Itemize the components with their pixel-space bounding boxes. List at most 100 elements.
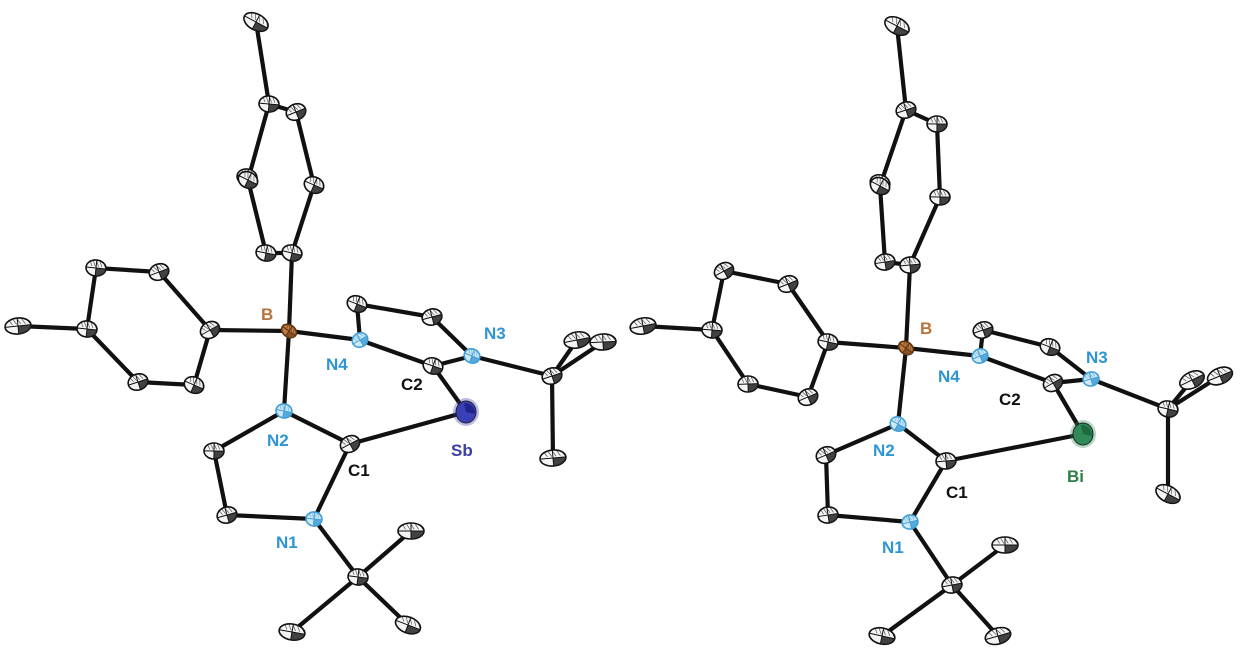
carbon-atom-c1 [339, 434, 361, 454]
bond-Cb1-Co2 [245, 177, 269, 256]
carbon-atom-pb1 [148, 262, 170, 282]
carbon-atom-pp [701, 321, 723, 339]
label-c2: C2 [999, 390, 1021, 409]
bond-B-N4 [286, 328, 363, 343]
carbon-atom-pb2 [85, 259, 107, 277]
bond-Pb2-Pp [709, 268, 727, 333]
carbon-atom-tb3 [984, 626, 1012, 646]
bond-Pb2-Pp [84, 265, 99, 332]
bond-Me1-Ti1 [253, 19, 272, 107]
bond-Cr1-Cr2 [354, 301, 435, 320]
bond-Ci2-N1 [224, 512, 317, 522]
label-n2: N2 [873, 441, 895, 460]
bond-Pb1-Pb2 [721, 268, 791, 287]
carbon-atom-p1 [817, 333, 839, 351]
nitrogen-atom-n1 [901, 514, 919, 530]
carbon-atom-me1 [243, 11, 269, 33]
label-n2: N2 [267, 431, 289, 450]
carbon-atom-tb3 [394, 615, 422, 635]
bond-Cb2-Cb3 [293, 109, 317, 188]
label-bismuth: Bi [1067, 467, 1084, 486]
carbon-atom-pp [76, 320, 98, 338]
carbon-atom-tbub [347, 568, 369, 586]
carbon-atom-c2 [1042, 373, 1064, 393]
bond-B-P1 [207, 327, 292, 334]
carbon-atom-tbur [541, 366, 563, 386]
nitrogen-atom-n1 [305, 511, 323, 527]
label-n3: N3 [1086, 348, 1108, 367]
carbon-atom-ci2 [216, 506, 238, 524]
label-boron: B [920, 319, 932, 338]
bond-Pp-Pa1 [709, 327, 751, 387]
carbon-atom-tbub [941, 576, 963, 594]
carbon-atom-c1 [935, 452, 957, 470]
carbon-atom-tr3 [1155, 483, 1181, 505]
carbon-atom-cb3 [929, 188, 951, 206]
bond-C2-N4 [357, 337, 436, 369]
bond-tBuB-tB2 [879, 582, 955, 639]
carbon-atom-cb2 [285, 102, 307, 122]
carbon-atom-p1 [199, 320, 221, 340]
bond-C2-N4 [977, 353, 1056, 386]
carbon-atom-cr2 [421, 308, 443, 326]
bond-B-N2 [281, 328, 292, 414]
carbon-atom-tbur [1157, 400, 1179, 418]
bond-Cb3-Cp1 [907, 194, 943, 268]
carbon-atom-cb1 [869, 176, 891, 196]
label-n4: N4 [326, 355, 348, 374]
carbon-atom-pa1 [737, 375, 759, 393]
nitrogen-atom-n4 [351, 331, 369, 349]
carbon-atom-cb3 [303, 175, 325, 195]
nitrogen-atom-n3 [1082, 371, 1100, 387]
carbon-atom-tb2 [868, 626, 896, 646]
carbon-atom-ti1 [895, 100, 917, 120]
carbon-atom-cb1 [237, 170, 259, 190]
carbon-atom-cr1 [972, 320, 994, 340]
bond-Me1-Ti1 [894, 23, 909, 113]
bond-N2-Ci1 [823, 421, 901, 458]
carbon-atom-tr3 [539, 449, 567, 467]
carbon-atom-tb1 [991, 536, 1019, 554]
label-antimony: Sb [451, 441, 473, 460]
carbon-atom-co2 [874, 253, 896, 271]
carbon-atom-ci2 [817, 506, 839, 524]
label-n3: N3 [484, 324, 506, 343]
bond-Cb2-Cb3 [934, 121, 943, 200]
carbon-atom-cr1 [346, 294, 368, 314]
nitrogen-atom-n3 [463, 348, 481, 364]
carbon-atom-cp1 [899, 256, 921, 274]
bond-Ti1-Cb1 [245, 101, 272, 183]
nitrogen-atom-n2 [889, 415, 907, 433]
bond-B-N4 [903, 345, 983, 359]
bond-Ci1-Ci2 [211, 448, 230, 518]
label-n1: N1 [276, 533, 298, 552]
bond-N1-tBuB [907, 519, 955, 588]
bond-Cp1-B [286, 250, 295, 334]
bond-tBuR-tR3 [549, 373, 556, 461]
atom-labels: B N4 C2 N3 N2 C1 Sb N1 B N4 C2 N3 N2 C1 … [261, 305, 1108, 557]
carbon-atom-tr1 [1179, 369, 1205, 390]
carbon-atom-me2 [4, 317, 32, 335]
bond-B-N2 [895, 345, 909, 427]
bond-N1-tBuB [311, 516, 361, 580]
bond-tBuB-tB2 [289, 574, 361, 635]
carbon-atom-tb2 [278, 623, 306, 641]
bond-M-C1 [943, 431, 1086, 464]
boron-atom [897, 340, 915, 356]
bond-N2-C1 [281, 408, 353, 447]
carbon-atom-pb1 [777, 274, 799, 294]
bond-Pa2-P1 [805, 339, 831, 400]
carbon-atom-tr2 [589, 333, 617, 351]
bond-Pp-Pa1 [84, 326, 141, 385]
bond-M-C1 [347, 409, 469, 447]
boron-atom [280, 323, 298, 339]
carbon-atom-ti1 [258, 95, 280, 113]
nitrogen-atom-n2 [275, 403, 293, 419]
label-c1: C1 [348, 461, 370, 480]
antimony-atom [453, 398, 479, 426]
label-n4: N4 [938, 367, 960, 386]
carbon-atom-cb2 [926, 115, 948, 133]
carbon-atom-me2 [629, 316, 657, 336]
